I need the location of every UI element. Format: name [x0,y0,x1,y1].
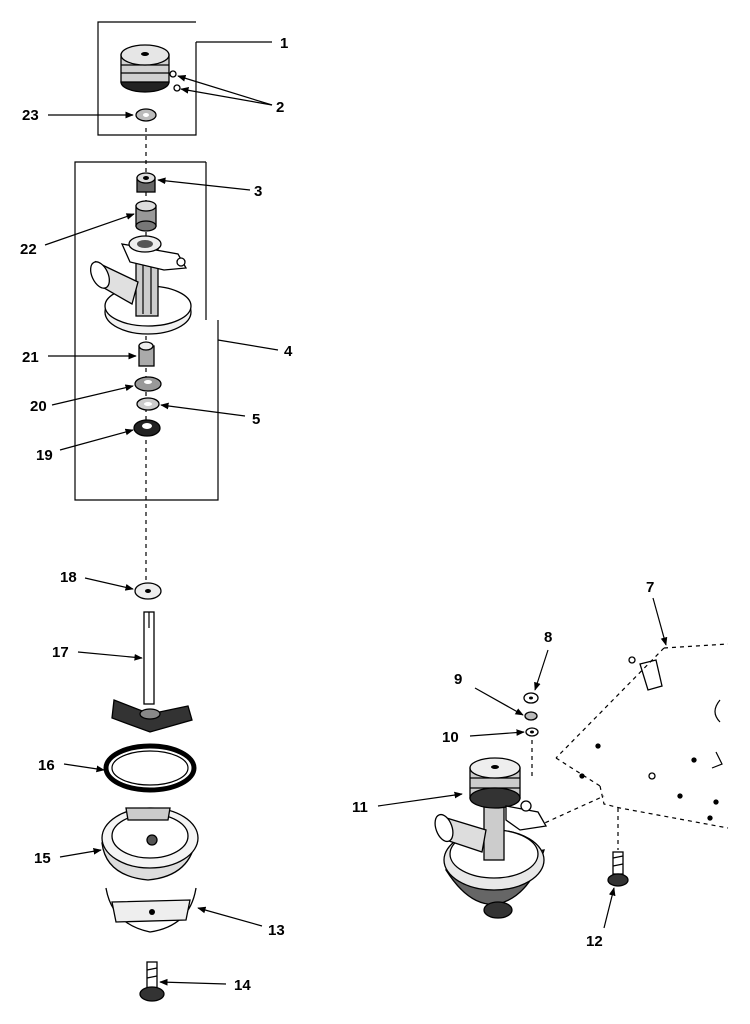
bearing-22-part [135,200,157,232]
washer-10-part [525,727,539,737]
bushing-3-part [136,172,156,193]
bearing-19-part [133,419,161,437]
mounting-plate-part [537,643,729,829]
callout-20: 20 [30,398,47,415]
callout-10: 10 [442,729,459,746]
callout-16: 16 [38,757,55,774]
drive-housing-part [89,235,192,335]
assembled-drive-part [434,757,548,919]
washer-9-part [524,711,538,721]
callout-1: 1 [280,35,288,52]
callout-8: 8 [544,629,552,646]
spacer-21-part [138,341,155,367]
callout-22: 22 [20,241,37,258]
nut-8-part [523,692,539,704]
callout-9: 9 [454,671,462,688]
callout-12: 12 [586,933,603,950]
callout-23: 23 [22,107,39,124]
callout-19: 19 [36,447,53,464]
leader-lines [44,41,668,986]
callout-21: 21 [22,349,39,366]
callout-4: 4 [284,343,293,360]
washer-5-part [136,397,160,411]
screw-14-part [139,961,165,1002]
pulley-assembly-box [97,21,197,136]
callout-7: 7 [646,579,654,596]
agitator-shaft-part [111,611,193,733]
callout-11: 11 [352,799,368,816]
callout-5: 5 [252,411,260,428]
washer-20-part [134,376,162,392]
clamp-part [105,887,197,933]
set-screws-part [169,70,181,92]
pulley-part [120,44,170,93]
seal-ring-part [103,743,197,793]
callout-3: 3 [254,183,262,200]
callout-15: 15 [34,850,51,867]
washer-18-part [134,582,162,600]
callout-17: 17 [52,644,69,661]
callout-18: 18 [60,569,77,586]
cap-part [101,807,199,881]
callout-14: 14 [234,977,251,994]
agitator-drive-assembly-box [74,161,219,501]
callout-13: 13 [268,922,285,939]
callout-2: 2 [276,99,284,116]
screw-12-part [607,808,629,887]
washer-23-part [135,108,157,122]
